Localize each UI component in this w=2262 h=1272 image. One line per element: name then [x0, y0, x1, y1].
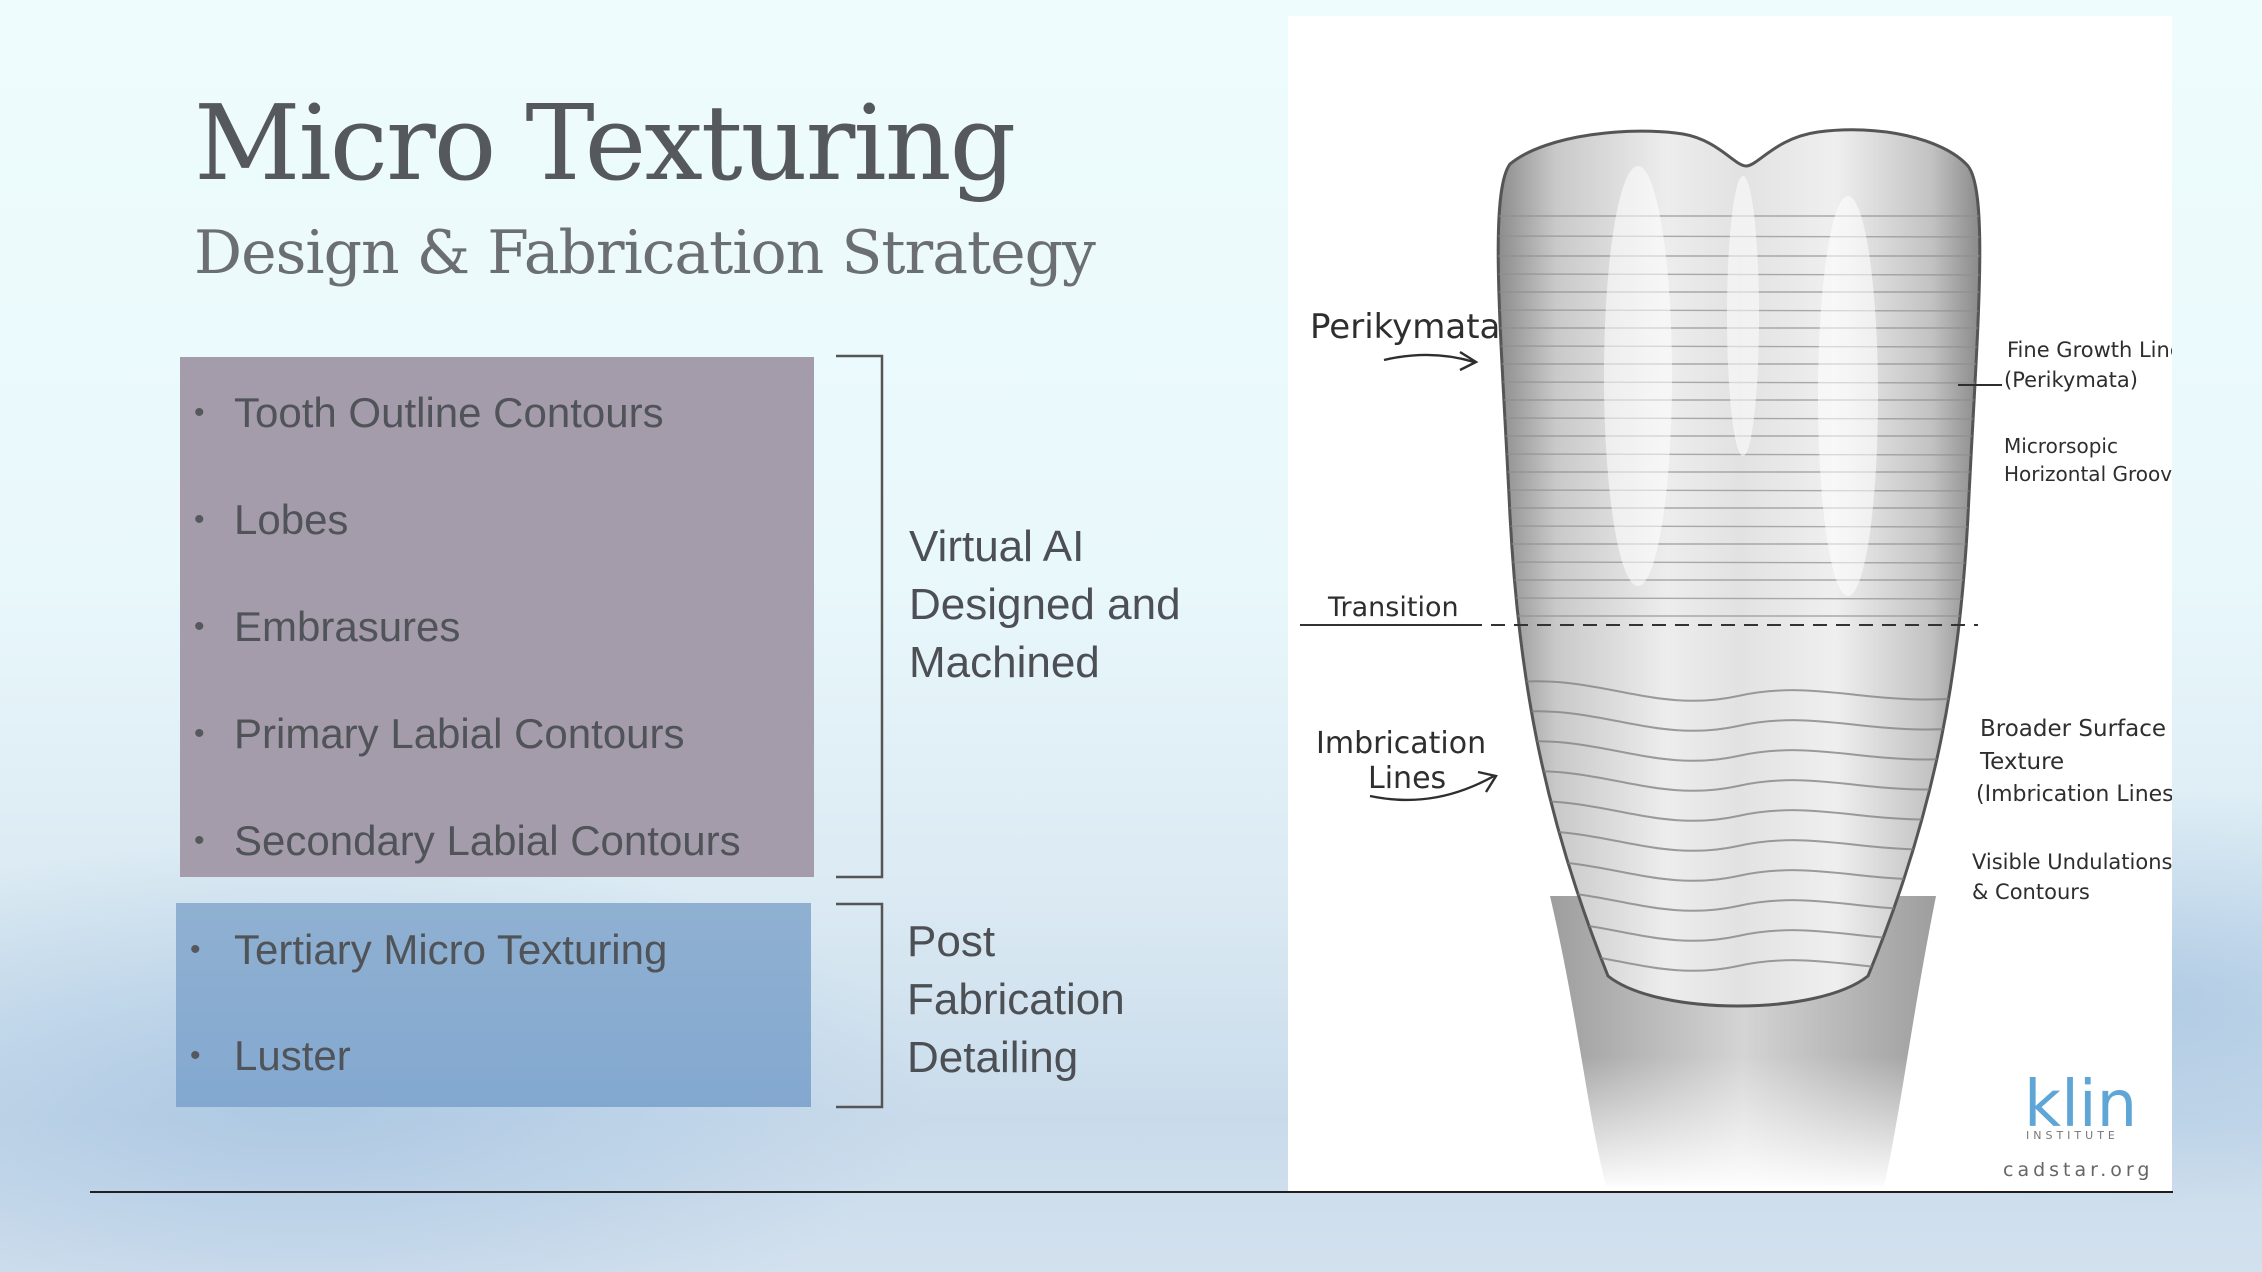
arrow-head-icon — [1477, 770, 1498, 793]
post-group-label: Post Fabrication Detailing — [907, 917, 1125, 1082]
surface-texture — [1498, 166, 1980, 972]
post-fabrication-list: •Tertiary Micro Texturing •Luster — [176, 903, 811, 1107]
tooth-illustration: Perikymata Transition Imbrication Lines … — [1288, 16, 2172, 1192]
logo-subtitle: INSTITUTE — [2026, 1129, 2119, 1142]
imbrication-arrow — [1369, 774, 1495, 802]
slide-title: Micro Texturing — [194, 82, 1016, 204]
broader-label-line1: Broader Surface — [1980, 716, 2166, 742]
fine-growth-label-line1: Fine Growth Lines — [2007, 338, 2172, 362]
transition-label: Transition — [1327, 592, 1459, 623]
arrow-head-icon — [1459, 350, 1479, 372]
perikymata-arrow — [1383, 353, 1475, 364]
bullet-icon: • — [194, 824, 205, 857]
broader-label-line2: Texture — [1979, 749, 2064, 775]
imbrication-label-line1: Imbrication — [1316, 726, 1486, 761]
visible-label-line1: Visible Undulations — [1972, 850, 2172, 874]
bullet-icon: • — [194, 396, 205, 429]
bottom-rule — [90, 1191, 2173, 1193]
post-bracket — [836, 902, 884, 1109]
fine-growth-label-line2: (Perikymata) — [2004, 368, 2138, 392]
microscopic-label-line1: Microrsopic — [2004, 434, 2118, 458]
imbrication-label-line2: Lines — [1368, 761, 1446, 796]
bullet-icon: • — [190, 1039, 201, 1072]
visible-label-line2: & Contours — [1972, 880, 2090, 904]
microscopic-label-line2: Horizontal Grooves — [2004, 462, 2172, 486]
virtual-group-label: Virtual AI Designed and Machined — [909, 522, 1181, 687]
virtual-bracket — [836, 354, 884, 879]
logo-website: cadstar.org — [2003, 1159, 2153, 1181]
bullet-icon: • — [190, 933, 201, 966]
broader-label-line3: (Imbrication Lines) — [1976, 782, 2172, 807]
surface-highlights — [1604, 166, 1878, 596]
bullet-icon: • — [194, 503, 205, 536]
root-fade — [1538, 1056, 1958, 1192]
slide-subtitle: Design & Fabrication Strategy — [194, 218, 1096, 288]
bullet-icon: • — [194, 717, 205, 750]
bullet-icon: • — [194, 610, 205, 643]
logo-mark: klin — [2024, 1068, 2137, 1142]
virtual-design-list: •Tooth Outline Contours •Lobes •Embrasur… — [180, 357, 814, 877]
perikymata-label: Perikymata — [1310, 307, 1500, 347]
klin-institute-logo: klin INSTITUTE cadstar.org — [2003, 1068, 2153, 1181]
